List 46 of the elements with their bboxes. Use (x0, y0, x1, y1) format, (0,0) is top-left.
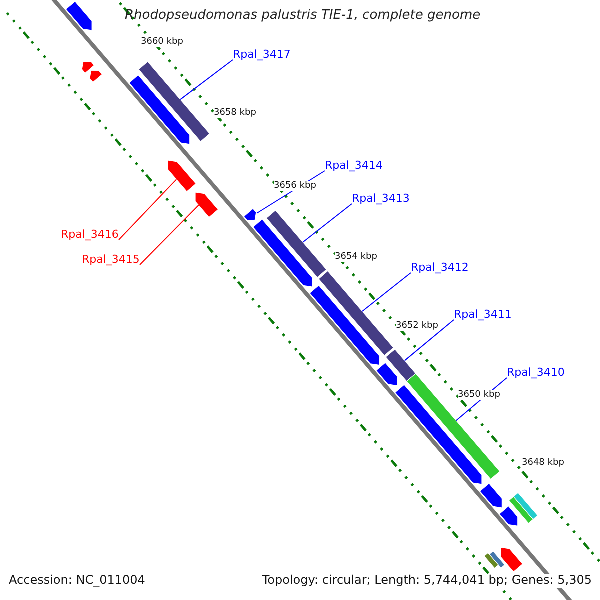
gene-feature (513, 492, 538, 520)
gene-feature (82, 61, 95, 74)
gene-feature (138, 61, 210, 142)
gene-feature (168, 160, 197, 192)
gene-feature (128, 74, 190, 145)
gene-feature (244, 208, 257, 221)
gene-feature (385, 348, 416, 382)
gene-label: Rpal_3411 (454, 309, 512, 322)
leader-line (302, 204, 352, 243)
gene-label: Rpal_3413 (352, 193, 410, 206)
leader-line (180, 60, 234, 100)
scale-label: 3652 kbp (396, 321, 438, 332)
scale-label: 3650 kbp (458, 390, 500, 400)
accession-text: Accession: NC_011004 (9, 574, 146, 588)
gene-label: Rpal_3412 (411, 262, 469, 275)
scale-label: 3654 kbp (335, 252, 378, 262)
gene-feature (309, 285, 380, 366)
gene-feature (376, 362, 398, 386)
gene-label: Rpal_3416 (61, 229, 119, 242)
gene-feature (508, 496, 534, 524)
gene-label: Rpal_3415 (82, 254, 140, 267)
gene-feature (195, 192, 219, 218)
genome-stats-text: Topology: circular; Length: 5,744,041 bp; Genes: 5,305 (262, 574, 592, 588)
scale-label: 3656 kbp (274, 181, 316, 192)
gene-feature (500, 547, 524, 572)
leader-line (140, 204, 200, 266)
leader-line (118, 179, 178, 240)
gene-feature (90, 70, 103, 83)
gene-feature (252, 218, 313, 288)
leader-line (362, 272, 412, 312)
gene-label: Rpal_3417 (233, 49, 291, 62)
leader-line (404, 320, 454, 362)
title: Rhodopseudomonas palustris TIE-1, complete genome (125, 9, 481, 24)
gene-feature (499, 506, 518, 527)
gene-feature (406, 373, 500, 480)
gene-feature (480, 483, 502, 508)
gene-feature (318, 270, 394, 356)
gene-feature (66, 1, 92, 31)
scale-label: 3648 kbp (522, 458, 564, 468)
gene-label: Rpal_3410 (507, 367, 565, 380)
gene-feature (489, 550, 506, 569)
gene-label: Rpal_3414 (325, 160, 383, 173)
gene-feature (266, 210, 328, 278)
gene-feature (394, 384, 482, 485)
scale-label: 3658 kbp (214, 108, 256, 118)
scale-label: 3660 kbp (141, 37, 184, 48)
